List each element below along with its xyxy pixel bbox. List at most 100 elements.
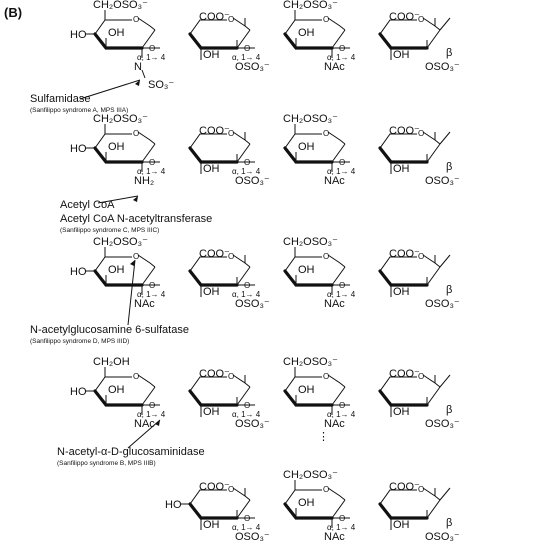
linkage-label: α, 1→ 4: [137, 53, 166, 62]
ring-back-right: [327, 254, 346, 268]
linkage-label: α, 1→ 4: [327, 167, 356, 176]
linkage-label: α, 1→ 4: [137, 290, 166, 299]
ring-front-bold: [378, 146, 429, 164]
ring-back-left: [379, 256, 417, 272]
glycosidic-oxygen: O: [149, 401, 155, 410]
c6-group: CH₂OSO₃⁻: [283, 113, 338, 125]
linkage-label: α, 1→ 4: [232, 290, 261, 299]
c3-hydroxyl: OH: [298, 141, 315, 153]
sulfate-group: OSO₃⁻: [425, 61, 460, 73]
c2-group: NAc: [324, 61, 345, 73]
beta-label: β: [446, 517, 452, 529]
glycosidic-oxygen: O: [149, 44, 155, 53]
ring-right-edge: [426, 266, 441, 286]
reaction-arrow: [127, 419, 161, 449]
c4-hydroxyl: HO: [165, 499, 182, 511]
glycosidic-oxygen: O: [339, 44, 345, 53]
arrow-head: [133, 196, 138, 202]
step-2-annotation: Acetyl CoA Acetyl CoA N-acetyltransferase…: [60, 195, 212, 234]
c3-hydroxyl: OH: [108, 264, 125, 276]
c3-hydroxyl: OH: [108, 384, 125, 396]
c3-hydroxyl: OH: [203, 406, 220, 418]
reducing-end-bond: [439, 487, 451, 501]
ring-back-left: [379, 489, 417, 505]
c3-hydroxyl: OH: [203, 286, 220, 298]
ring-oxygen: O: [323, 15, 329, 24]
sulfate-group: OSO₃⁻: [235, 418, 270, 430]
glycosidic-oxygen: O: [244, 514, 250, 523]
carboxylate: COO⁻: [199, 481, 230, 493]
ring-oxygen: O: [418, 15, 424, 24]
c2-group: NAc: [324, 298, 345, 310]
ring-front-bold: [378, 32, 429, 50]
c2-group: NAc: [324, 418, 345, 430]
c3-hydroxyl: OH: [203, 163, 220, 175]
c2-group: NH₂: [134, 175, 154, 187]
c3-hydroxyl: OH: [203, 519, 220, 531]
sulfate-group: OSO₃⁻: [425, 531, 460, 543]
ring-back-right: [422, 374, 441, 388]
ring-back-right: [232, 487, 251, 501]
c2-group: NAc: [324, 531, 345, 543]
c6-group: CH₂OSO₃⁻: [93, 0, 148, 11]
ring-right-edge: [236, 386, 251, 406]
linkage-label: α, 1→ 4: [327, 410, 356, 419]
ring-oxygen: O: [418, 372, 424, 381]
cofactor-label: Acetyl CoA: [60, 199, 115, 211]
ring-back-right: [327, 17, 346, 31]
continuation-dots: ⋮: [318, 431, 329, 443]
c3-hydroxyl: OH: [393, 49, 410, 61]
ring-back-left: [189, 19, 227, 35]
ring-right-edge: [426, 386, 441, 406]
sulfate-group: OSO₃⁻: [235, 298, 270, 310]
beta-label: β: [446, 284, 452, 296]
ring-oxygen: O: [228, 15, 234, 24]
glycosidic-oxygen: O: [244, 401, 250, 410]
ring-back-right: [232, 254, 251, 268]
carboxylate: COO⁻: [199, 125, 230, 137]
ring-back-left: [379, 133, 417, 149]
enzyme-label: Acetyl CoA N-acetyltransferase: [60, 213, 212, 225]
ring-back-left: [189, 376, 227, 392]
ring-back-right: [137, 131, 156, 145]
linkage-label: α, 1→ 4: [232, 53, 261, 62]
c3-hydroxyl: OH: [393, 406, 410, 418]
ring-back-right: [232, 374, 251, 388]
step-3-annotation: N-acetylglucosamine 6-sulfatase(Sanfilip…: [30, 259, 189, 345]
linkage-label: α, 1→ 4: [137, 410, 166, 419]
glycosidic-oxygen: O: [339, 281, 345, 290]
ring-front-bold: [188, 389, 239, 407]
ring-right-edge: [141, 143, 156, 163]
reducing-end-bond: [439, 131, 451, 145]
carboxylate: COO⁻: [389, 481, 420, 493]
c3-hydroxyl: OH: [298, 497, 315, 509]
ring-oxygen: O: [133, 372, 139, 381]
c6-group: CH₂OSO₃⁻: [93, 113, 148, 125]
ring-back-right: [137, 17, 156, 31]
panel-label: (B): [4, 5, 22, 20]
ring-back-right: [327, 131, 346, 145]
glycosidic-oxygen: O: [149, 281, 155, 290]
ring-right-edge: [331, 266, 346, 286]
enzyme-label: Sulfamidase: [30, 93, 91, 105]
ring-back-right: [137, 374, 156, 388]
glycosidic-oxygen: O: [339, 401, 345, 410]
ring-back-right: [137, 254, 156, 268]
ring-oxygen: O: [228, 252, 234, 261]
c6-group: CH₂OSO₃⁻: [283, 356, 338, 368]
ring-right-edge: [236, 499, 251, 519]
